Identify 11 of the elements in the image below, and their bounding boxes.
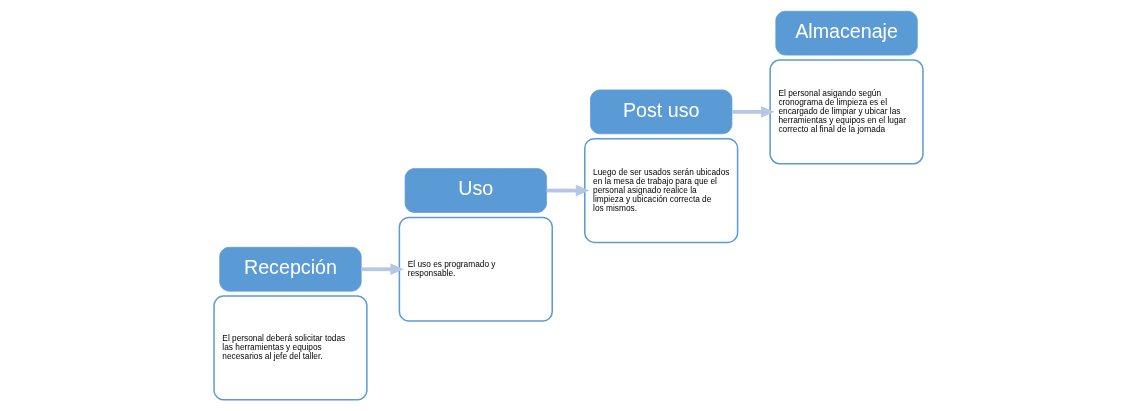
node-box: El personal deberá solicitar todas las herramientas y equipos necesarios al jefe del taller.	[212, 295, 368, 401]
node-box: El uso es programado y responsable.	[398, 216, 553, 322]
node-box: Uso	[404, 168, 547, 213]
node-box: Almacenaje	[774, 10, 918, 56]
arrow	[546, 184, 589, 197]
arrow	[360, 263, 404, 276]
node-box: Luego de ser usados serán ubicados en la mesa de trabajo para que el personal asignado realice la limpieza y ubicación correcta de los mismos.	[583, 137, 738, 244]
node-box: Post uso	[589, 89, 732, 135]
node-box: Recepción	[218, 246, 362, 292]
arrow	[731, 106, 775, 118]
node-box: El personal asigando según cronograma de limpieza es el encargado de limpiar y ubicar las herramientas y equipos en el lugar correcto al final de la jornada	[768, 59, 924, 165]
